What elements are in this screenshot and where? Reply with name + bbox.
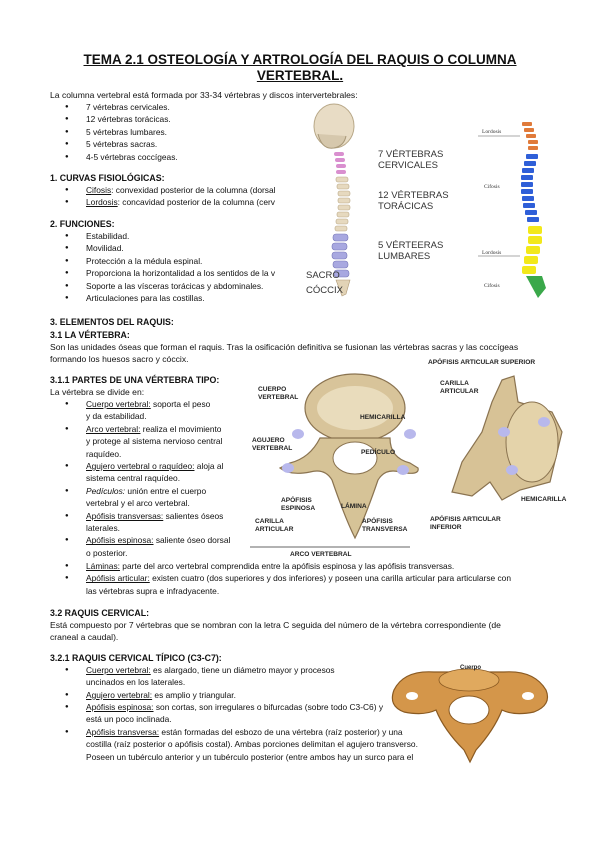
subsection-heading-partes: 3.1.1 PARTES DE UNA VÉRTEBRA TIPO:	[50, 375, 220, 385]
list-item: Pedículos: unión entre el cuerpovertebra…	[50, 485, 250, 510]
list-item: Apófisis transversas: salientes óseoslat…	[50, 510, 250, 535]
cervical-text-2: craneal a caudal).	[50, 632, 119, 642]
section-heading-curvas: 1. CURVAS FISIOLÓGICAS:	[50, 173, 165, 183]
list-item: Apófisis transversa: están formadas del …	[50, 726, 470, 763]
spine-illustration	[296, 100, 476, 300]
label-cuerpo-cervical: Cuerpo	[460, 665, 481, 671]
section-heading-cervical: 3.2 RAQUIS CERVICAL:	[50, 608, 150, 618]
partes-intro: La vértebra se divide en:	[50, 387, 145, 397]
list-item: 7 vértebras cervicales.	[50, 101, 310, 114]
label-side-lordosis-2: Lordosis	[482, 250, 502, 256]
list-item: Agujero vertebral o raquídeo: aloja alsi…	[50, 460, 250, 485]
label-toracicas: 12 VÉRTEBRAS TORÁCICAS	[378, 190, 449, 212]
list-item: Estabilidad.	[50, 230, 300, 243]
elementos-text-2: formando los huesos sacro y cóccix.	[50, 354, 189, 364]
cervical-vertebra-drawing	[391, 668, 549, 764]
funciones-list: Estabilidad. Movilidad. Protección a la …	[50, 230, 300, 304]
label-side-cifosis: Cifosis	[484, 184, 500, 190]
list-item: Movilidad.	[50, 242, 300, 255]
cervical-vertebra-image	[384, 650, 554, 765]
vertebra-side-drawing	[451, 375, 563, 501]
intro-text: La columna vertebral está formada por 33…	[50, 90, 358, 100]
list-item: Articulaciones para las costillas.	[50, 292, 300, 304]
list-item: 5 vértebras lumbares.	[50, 126, 310, 139]
spine-curves-illustration	[476, 118, 566, 304]
label-side-lordosis: Lordosis	[482, 129, 502, 135]
section-heading-funciones: 2. FUNCIONES:	[50, 219, 115, 229]
label-arco-vertebral: ARCO VERTEBRAL	[290, 551, 352, 558]
partes-list-continued: Láminas: parte del arco vertebral compre…	[50, 560, 590, 597]
spine-curves-drawing	[478, 122, 546, 298]
label-side-cifosis-2: Cifosis	[484, 283, 500, 289]
list-item: Lordosis: concavidad posterior de la col…	[50, 196, 300, 208]
subsection-heading-cervical-tipico: 3.2.1 RAQUIS CERVICAL TÍPICO (C3-C7):	[50, 653, 222, 663]
label-pediculo: PEDÍCULO	[361, 449, 396, 456]
vertebrae-list: 7 vértebras cervicales. 12 vértebras tor…	[50, 101, 310, 163]
label-hemicarilla-2: HEMICARILLA	[521, 496, 567, 503]
vertebra-top-drawing	[250, 373, 419, 548]
label-hemicarilla: HEMICARILLA	[360, 414, 406, 421]
list-item: Cuerpo vertebral: es alargado, tiene un …	[50, 664, 370, 689]
list-item: Agujero vertebral: es amplio y triangula…	[50, 689, 370, 702]
subsection-heading-vertebra: 3.1 LA VÉRTEBRA:	[50, 330, 130, 340]
page-title: TEMA 2.1 OSTEOLOGÍA Y ARTROLOGÍA DEL RAQ…	[83, 52, 517, 83]
list-item: Apófisis espinosa: saliente óseo dorsalo…	[50, 534, 250, 559]
elementos-text-1: Son las unidades óseas que forman el raq…	[50, 342, 519, 352]
cervical-list-2: Apófisis espinosa: son cortas, son irreg…	[50, 701, 470, 763]
list-item: Soporte a las vísceras torácicas y abdom…	[50, 280, 300, 293]
cervical-text-1: Está compuesto por 7 vértebras que se no…	[50, 620, 501, 630]
list-item: 4-5 vértebras coccígeas.	[50, 151, 310, 164]
list-item: 12 vértebras torácicas.	[50, 113, 310, 126]
list-item: Apófisis espinosa: son cortas, son irreg…	[50, 701, 470, 726]
vertebra-top-view	[250, 368, 420, 553]
vertebra-side-view	[432, 372, 572, 512]
list-item: Cifosis: convexidad posterior de la colu…	[50, 184, 300, 197]
list-item: Protección a la médula espinal.	[50, 255, 300, 268]
cervical-list-1: Cuerpo vertebral: es alargado, tiene un …	[50, 664, 370, 702]
label-apofisis-articular-superior: APÓFISIS ARTICULAR SUPERIOR	[428, 359, 536, 366]
label-cervicales: 7 VÉRTEBRAS CERVICALES	[378, 149, 444, 171]
section-heading-elementos: 3. ELEMENTOS DEL RAQUIS:	[50, 317, 174, 327]
label-lamina: LÁMINA	[341, 503, 367, 510]
spine-drawing	[313, 103, 355, 297]
label-lumbares: 5 VÉRTEERAS LUMBARES	[378, 240, 444, 262]
curvas-list: Cifosis: convexidad posterior de la colu…	[50, 184, 300, 209]
list-item: Proporciona la horizontalidad a los sent…	[50, 267, 300, 280]
list-item: Apófisis articular: existen cuatro (dos …	[50, 572, 590, 597]
label-coccix: CÓCCIX	[306, 285, 343, 296]
list-item: Láminas: parte del arco vertebral compre…	[50, 560, 590, 573]
label-sacro: SACRO	[306, 270, 340, 281]
list-item: 5 vértebras sacras.	[50, 138, 310, 151]
